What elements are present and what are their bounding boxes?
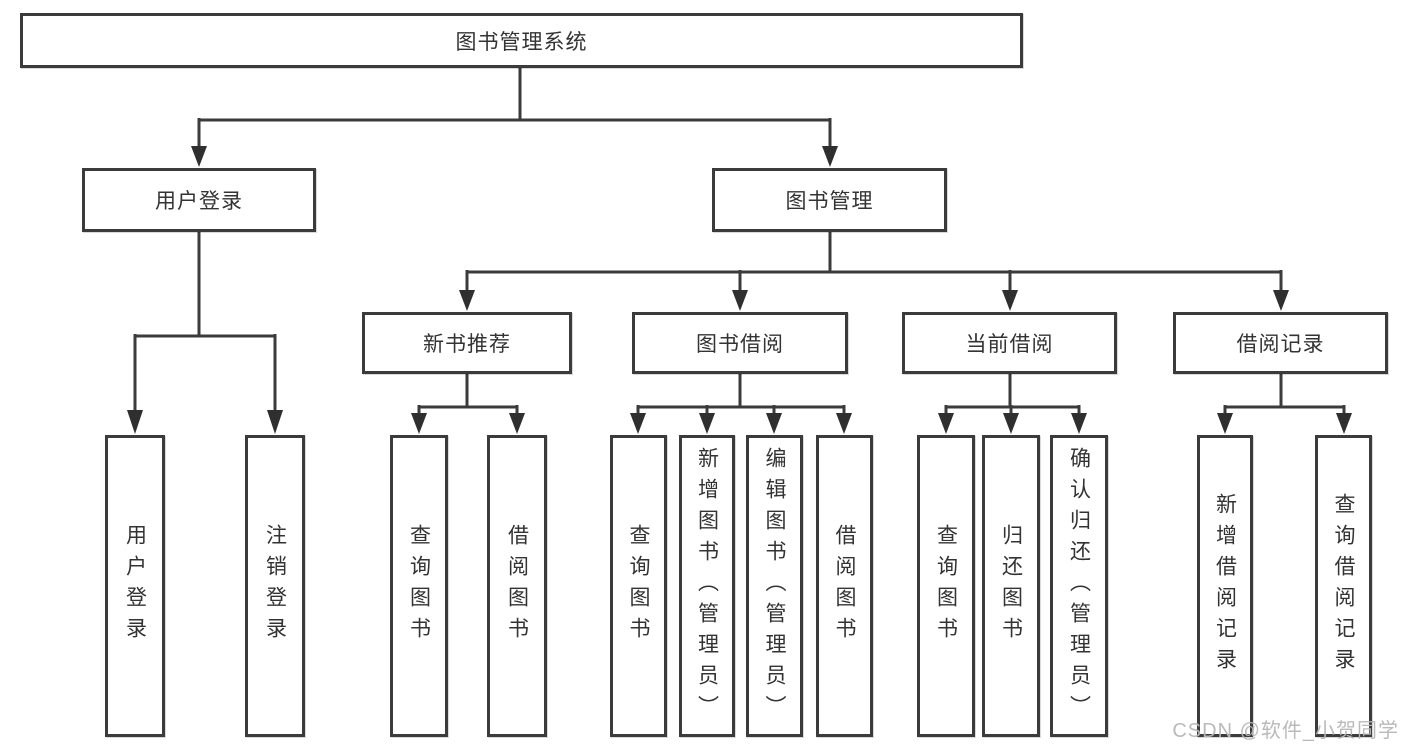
leaf-current-query-books-label: 查询图书 xyxy=(934,524,958,648)
leaf-user-login: 用户登录 xyxy=(105,435,165,737)
leaf-borrow-borrow-books-label: 借阅图书 xyxy=(833,524,856,648)
leaf-borrow-add-books-admin-label: 新增图书（管理员） xyxy=(695,446,719,726)
leaf-newbooks-query-books-label: 查询图书 xyxy=(407,524,431,648)
csdn-watermark: CSDN @软件_小贺同学 xyxy=(1172,720,1399,742)
leaf-borrow-query-books: 查询图书 xyxy=(610,435,667,737)
leaf-records-query-record-label: 查询借阅记录 xyxy=(1332,493,1355,679)
node-book-management: 图书管理 xyxy=(712,168,947,232)
leaf-records-add-record-label: 新增借阅记录 xyxy=(1213,493,1237,679)
node-book-borrow-label: 图书借阅 xyxy=(696,333,784,356)
leaf-logout: 注销登录 xyxy=(245,435,305,737)
leaf-current-confirm-return-admin: 确认归还（管理员） xyxy=(1050,435,1108,737)
node-borrow-records-label: 借阅记录 xyxy=(1236,333,1325,356)
node-user-login-label: 用户登录 xyxy=(155,190,243,213)
node-new-book-recommend: 新书推荐 xyxy=(362,312,572,374)
node-current-borrow: 当前借阅 xyxy=(902,312,1117,374)
leaf-borrow-edit-books-admin: 编辑图书（管理员） xyxy=(746,435,803,737)
node-borrow-records: 借阅记录 xyxy=(1173,312,1388,374)
arrowheads xyxy=(127,146,1352,434)
node-current-borrow-label: 当前借阅 xyxy=(965,333,1054,356)
node-new-book-recommend-label: 新书推荐 xyxy=(423,333,511,356)
leaf-current-return-books-label: 归还图书 xyxy=(999,524,1023,648)
leaf-records-add-record: 新增借阅记录 xyxy=(1197,435,1253,737)
leaf-current-query-books: 查询图书 xyxy=(917,435,975,737)
node-root-system: 图书管理系统 xyxy=(20,13,1023,68)
node-root-label: 图书管理系统 xyxy=(455,30,588,54)
leaf-current-return-books: 归还图书 xyxy=(982,435,1040,737)
node-user-login: 用户登录 xyxy=(82,168,316,232)
leaf-user-login-label: 用户登录 xyxy=(123,524,147,648)
leaf-borrow-add-books-admin: 新增图书（管理员） xyxy=(679,435,735,737)
leaf-records-query-record: 查询借阅记录 xyxy=(1315,435,1372,737)
leaf-borrow-edit-books-admin-label: 编辑图书（管理员） xyxy=(763,446,786,726)
node-book-management-label: 图书管理 xyxy=(785,190,874,213)
node-book-borrow: 图书借阅 xyxy=(632,312,848,374)
leaf-newbooks-borrow-books: 借阅图书 xyxy=(487,435,547,737)
leaf-newbooks-query-books: 查询图书 xyxy=(390,435,448,737)
leaf-borrow-borrow-books: 借阅图书 xyxy=(816,435,873,737)
leaf-logout-label: 注销登录 xyxy=(263,524,287,648)
leaf-newbooks-borrow-books-label: 借阅图书 xyxy=(505,524,529,648)
leaf-borrow-query-books-label: 查询图书 xyxy=(627,524,650,648)
leaf-current-confirm-return-admin-label: 确认归还（管理员） xyxy=(1067,446,1091,726)
